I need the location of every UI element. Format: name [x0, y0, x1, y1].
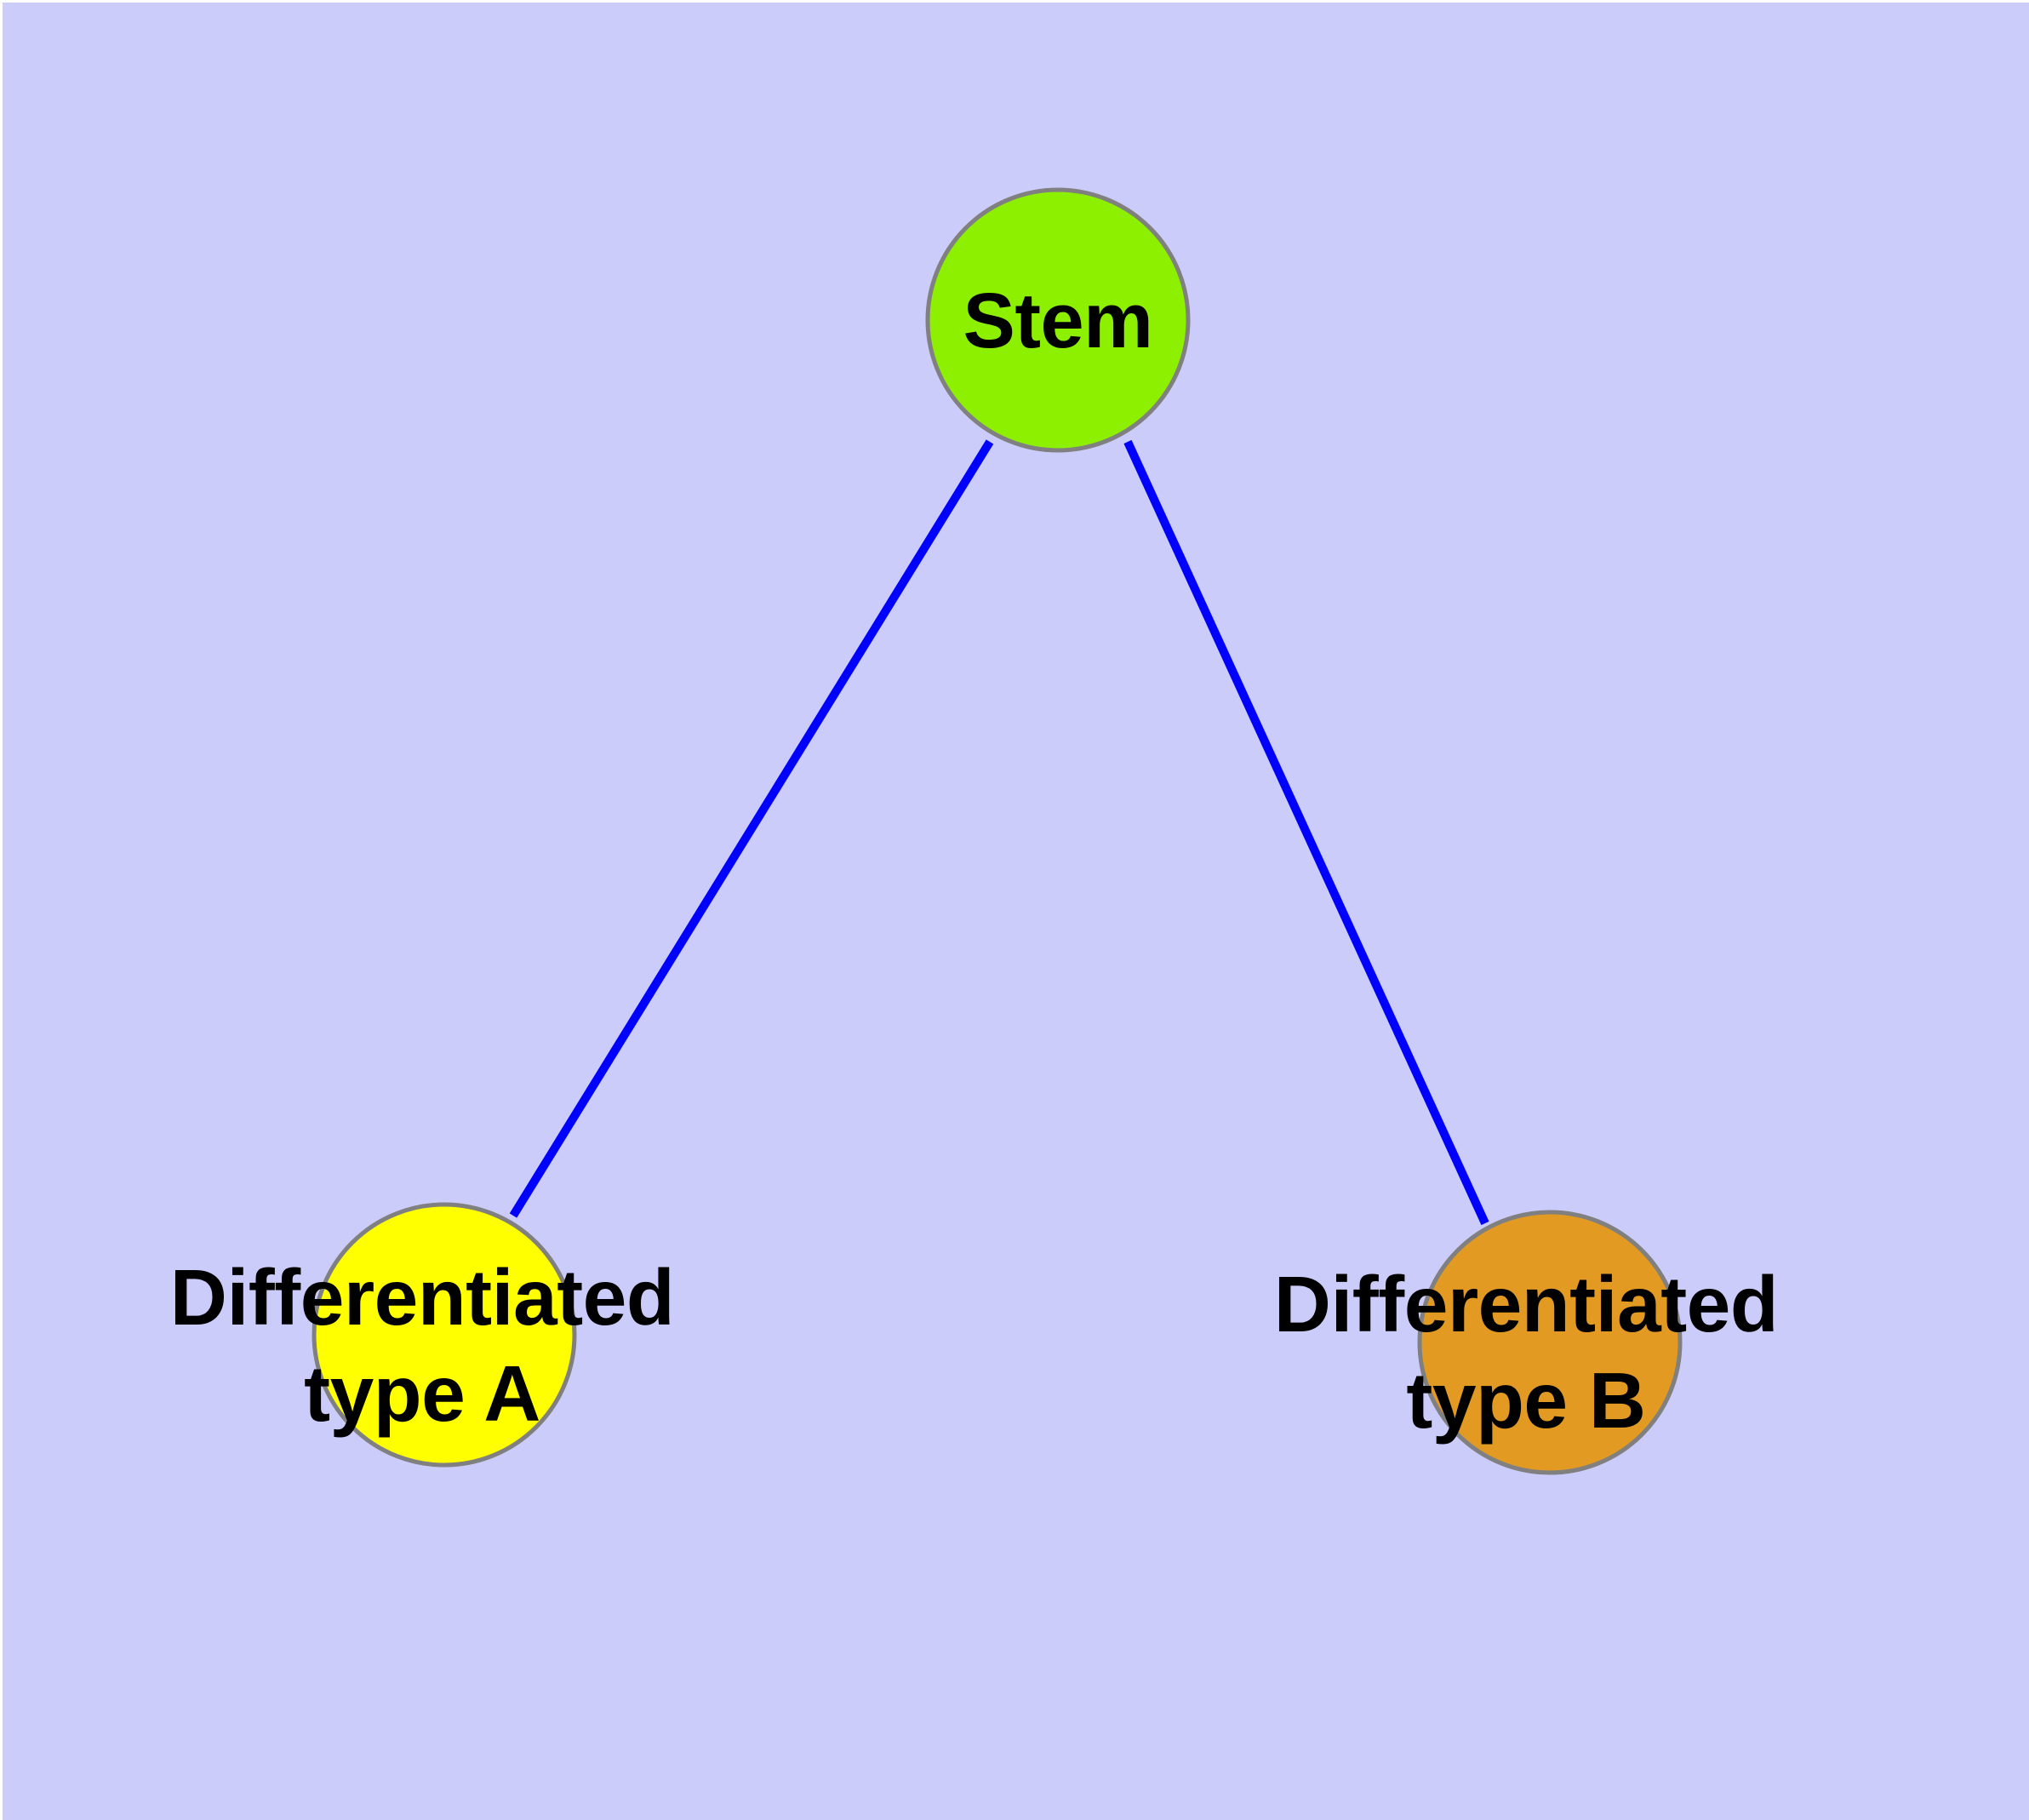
graph-svg	[311, 187, 1683, 1475]
edge-stem-to-diff-a[interactable]	[509, 439, 994, 1218]
node-layer	[311, 187, 1683, 1475]
edge-layer	[509, 439, 1489, 1226]
node-differentiated-type-b[interactable]	[1417, 1210, 1683, 1475]
node-stem[interactable]	[925, 187, 1191, 453]
node-differentiated-type-a[interactable]	[311, 1202, 577, 1468]
edge-stem-to-diff-b[interactable]	[1123, 439, 1489, 1226]
